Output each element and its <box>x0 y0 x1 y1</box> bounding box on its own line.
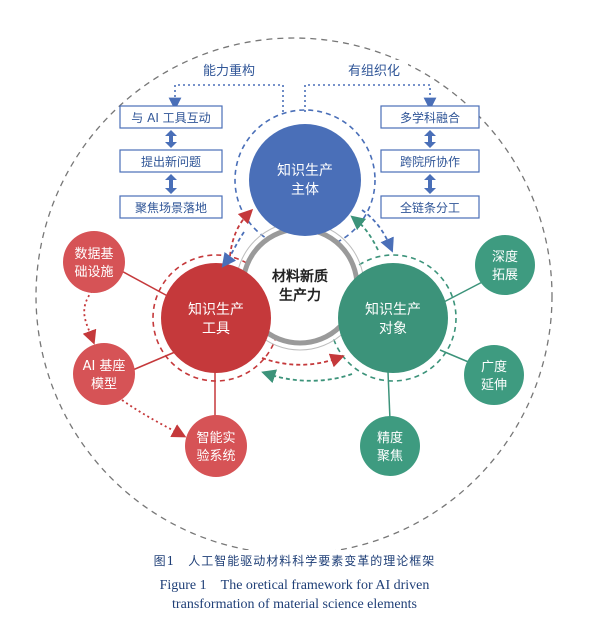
tool-label-line1: 知识生产 <box>188 301 244 318</box>
left-double-arrow-2 <box>165 174 177 194</box>
depth-line1: 深度 <box>492 249 518 265</box>
caption-english-line2: transformation of material science eleme… <box>172 597 417 612</box>
precision-line2: 聚焦 <box>377 449 403 464</box>
right-box-2-label: 跨院所协作 <box>400 154 460 169</box>
caption-english-line1: Figure 1 The oretical framework for AI d… <box>159 578 430 593</box>
depth-line2: 拓展 <box>492 268 518 283</box>
left-box-3 <box>119 195 223 219</box>
right-box-1-label: 多学科融合 <box>400 110 460 125</box>
arrow-object-to-subject <box>350 215 379 251</box>
breadth-line1: 广度 <box>481 359 507 375</box>
subject-label-line1: 知识生产 <box>277 162 333 179</box>
breadth-line2: 延伸 <box>481 378 507 393</box>
object-label-line2: 对象 <box>379 321 407 337</box>
left-box-1 <box>119 105 223 129</box>
left-double-arrow-1 <box>165 130 177 148</box>
arrow-tool-to-subject <box>229 208 254 257</box>
arrow-tool-to-object <box>261 353 345 368</box>
arrow-subject-to-object <box>361 209 394 253</box>
data-infrastructure-line1: 数据基 <box>74 247 113 262</box>
dotted-arrow-model-to-lab <box>121 399 187 438</box>
dotted-arrow-data-to-model <box>82 290 97 345</box>
framework-diagram: 能力重构 有组织化 与 AI 工具互动 提出新问题 聚焦场景落地 多学科融合 跨… <box>35 37 553 550</box>
precision-line1: 精度 <box>377 430 403 446</box>
ai-base-model-circle <box>73 343 135 405</box>
tool-label-line2: 工具 <box>202 321 230 337</box>
ai-base-model-line1: AI 基座 <box>83 359 126 374</box>
data-infrastructure-line2: 础设施 <box>74 265 113 280</box>
left-box-3-label: 聚焦场景落地 <box>135 201 207 215</box>
object-circle <box>338 263 448 373</box>
right-box-stack: 多学科融合 跨院所协作 全链条分工 <box>380 105 480 219</box>
left-box-2-label: 提出新问题 <box>141 154 201 169</box>
smart-lab-line2: 验系统 <box>196 448 235 464</box>
tool-circle <box>161 263 271 373</box>
smart-lab-line1: 智能实 <box>196 431 235 446</box>
object-label-line1: 知识生产 <box>365 301 421 318</box>
subject-label-line2: 主体 <box>291 182 319 198</box>
left-box-stack: 与 AI 工具互动 提出新问题 聚焦场景落地 <box>119 105 223 219</box>
arrow-object-to-tool <box>261 369 353 384</box>
arrow-subject-to-tool <box>221 231 245 268</box>
center-label-line1: 材料新质 <box>272 268 328 285</box>
caption-chinese: 图1 人工智能驱动材料科学要素变革的理论框架 <box>153 554 436 568</box>
right-box-1 <box>380 105 480 129</box>
subject-circle <box>249 124 361 236</box>
depth-circle <box>475 235 535 295</box>
outer-boundary-circle <box>35 37 553 550</box>
left-bracket-line <box>168 84 284 112</box>
right-bracket-line <box>304 84 437 112</box>
left-box-1-label: 与 AI 工具互动 <box>131 111 210 125</box>
smart-lab-circle <box>185 415 247 477</box>
right-bracket-label: 有组织化 <box>348 64 400 79</box>
object-dashed-ring <box>329 254 457 382</box>
left-bracket-label: 能力重构 <box>203 63 255 79</box>
breadth-circle <box>464 345 524 405</box>
precision-circle <box>360 416 420 476</box>
left-box-2 <box>119 149 223 173</box>
ai-base-model-line2: 模型 <box>91 377 117 392</box>
center-label-line2: 生产力 <box>279 287 321 304</box>
right-box-3 <box>380 195 480 219</box>
data-infrastructure-circle <box>63 231 125 293</box>
right-box-2 <box>380 149 480 173</box>
right-double-arrow-1 <box>424 130 436 148</box>
right-double-arrow-2 <box>424 174 436 194</box>
right-box-3-label: 全链条分工 <box>400 200 460 215</box>
